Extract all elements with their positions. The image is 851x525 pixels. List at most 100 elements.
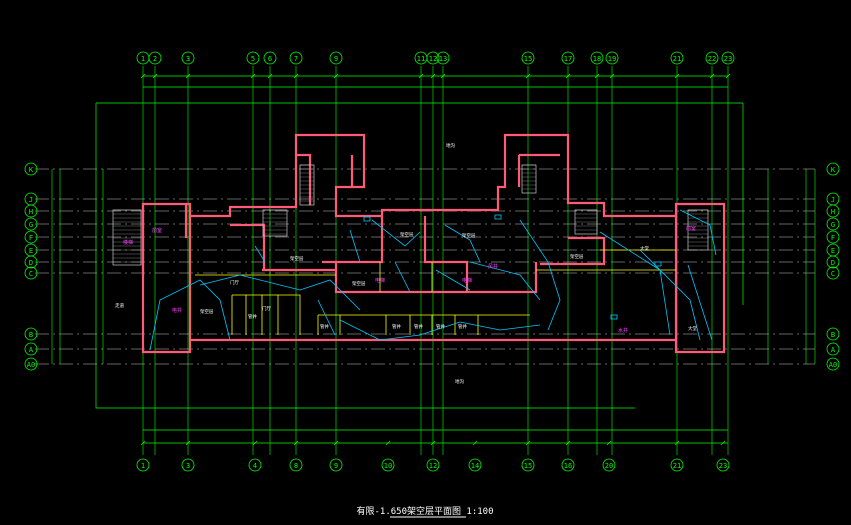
pipe-line bbox=[599, 231, 701, 341]
axis-bubble-top-circle bbox=[436, 51, 450, 65]
axis-bubble-bottom-circle bbox=[468, 458, 482, 472]
axis-bubble-bottom-circle bbox=[670, 458, 684, 472]
axis-bubble-top-circle bbox=[705, 51, 719, 65]
axis-bubble-left-label: K bbox=[29, 166, 34, 174]
axis-bubble-right-circle bbox=[826, 217, 840, 231]
room-label-white: 门厅 bbox=[262, 305, 271, 312]
axis-grid-lines bbox=[35, 66, 815, 455]
room-labels: 楼梯前室前室电梯电梯水井电井风井架空层架空层架空层架空层架空层架空层大堂大堂门厅… bbox=[115, 142, 697, 385]
axis-bubble-right-label: J bbox=[831, 196, 835, 204]
axis-bubble-top-label: 22 bbox=[708, 55, 716, 63]
frame-line bbox=[95, 103, 635, 409]
room-label-white: 架空层 bbox=[570, 253, 584, 260]
axis-bubble-left-label: B bbox=[29, 331, 33, 339]
wall-outlines bbox=[112, 133, 726, 354]
room-label-white: 管井 bbox=[436, 323, 445, 330]
axis-bubble-top-label: 9 bbox=[334, 55, 338, 63]
axis-bubble-right-label: K bbox=[831, 166, 836, 174]
room-label-magenta: 风井 bbox=[488, 263, 498, 270]
axis-bubble-right-label: H bbox=[831, 208, 835, 216]
axis-bubble-top-label: 23 bbox=[724, 55, 732, 63]
partition-line bbox=[195, 262, 433, 292]
axis-bubble-left-label: J bbox=[29, 196, 33, 204]
axis-bubble-bottom-circle bbox=[289, 458, 303, 472]
axis-bubble-left-circle bbox=[24, 357, 38, 371]
axis-bubble-left-circle bbox=[24, 230, 38, 244]
room-label-white: 管井 bbox=[392, 323, 401, 330]
axis-bubble-bottom-circle bbox=[329, 458, 343, 472]
room-label-white: 架空层 bbox=[462, 232, 476, 239]
axis-bubble-left-circle bbox=[24, 255, 38, 269]
room-label-white: 走道 bbox=[115, 302, 124, 309]
axis-bubble-right-label: B bbox=[831, 331, 835, 339]
pipe-line bbox=[394, 261, 471, 293]
axis-bubble-left-circle bbox=[24, 204, 38, 218]
axis-bubble-left-circle bbox=[24, 327, 38, 341]
pipe-line bbox=[349, 219, 421, 263]
axis-bubble-right-label: E bbox=[831, 247, 835, 255]
pipe-line bbox=[339, 319, 541, 341]
axis-bubble-top-label: 5 bbox=[251, 55, 255, 63]
axis-bubble-top-label: 15 bbox=[524, 55, 532, 63]
axis-bubble-right-circle bbox=[826, 255, 840, 269]
room-label-white: 管井 bbox=[414, 323, 423, 330]
pipe-line bbox=[149, 279, 231, 351]
axis-bubble-right-label: C bbox=[831, 270, 835, 278]
room-label-white: 架空层 bbox=[200, 308, 214, 315]
room-label-white: 门厅 bbox=[230, 279, 239, 286]
axis-bubble-right-circle bbox=[826, 357, 840, 371]
dimension-tick bbox=[385, 440, 391, 446]
axis-bubble-top-label: 12 bbox=[429, 55, 437, 63]
axis-bubble-top-circle bbox=[426, 51, 440, 65]
equipment-marker bbox=[654, 261, 662, 267]
room-label-magenta: 楼梯 bbox=[123, 239, 133, 246]
pipe-runs bbox=[149, 209, 717, 351]
axis-bubble-bottom-circle bbox=[181, 458, 195, 472]
axis-bubble-left-circle bbox=[24, 217, 38, 231]
axis-bubble-top-circle bbox=[521, 51, 535, 65]
axis-bubble-bottom-label: 14 bbox=[471, 462, 479, 470]
axis-bubble-top-label: 11 bbox=[417, 55, 425, 63]
axis-bubble-bottom-label: 4 bbox=[253, 462, 257, 470]
axis-bubble-bottom-circle bbox=[561, 458, 575, 472]
axis-bubble-top-label: 6 bbox=[268, 55, 272, 63]
axis-bubble-top-label: 17 bbox=[564, 55, 572, 63]
axis-bubble-top-circle bbox=[329, 51, 343, 65]
axis-bubble-bottom-label: 21 bbox=[673, 462, 681, 470]
axis-bubble-top-circle bbox=[670, 51, 684, 65]
axis-bubble-right-label: F bbox=[831, 234, 835, 242]
room-label-white: 地沟 bbox=[455, 378, 464, 385]
pipe-line bbox=[679, 209, 717, 341]
room-label-white: 大堂 bbox=[640, 245, 649, 252]
wall-segment bbox=[296, 153, 354, 205]
room-label-white: 地沟 bbox=[446, 142, 455, 149]
axis-bubble-bottom-circle bbox=[136, 458, 150, 472]
axis-bubble-bottom-label: 8 bbox=[294, 462, 298, 470]
dimension-tick bbox=[606, 440, 612, 446]
room-label-white: 管井 bbox=[458, 323, 467, 330]
room-label-white: 架空层 bbox=[400, 231, 414, 238]
partition-line bbox=[317, 314, 530, 335]
dimension-tick bbox=[720, 440, 726, 446]
room-label-white: 管井 bbox=[248, 313, 257, 320]
room-label-magenta: 电梯 bbox=[375, 277, 385, 284]
room-label-white: 架空层 bbox=[352, 280, 366, 287]
axis-bubble-left-circle bbox=[24, 162, 38, 176]
axis-bubble-right-circle bbox=[826, 327, 840, 341]
axis-bubble-bottom-label: 9 bbox=[334, 462, 338, 470]
axis-bubble-top-label: 19 bbox=[608, 55, 616, 63]
axis-bubble-bottom-label: 10 bbox=[384, 462, 392, 470]
wall-segment bbox=[517, 153, 560, 187]
axis-bubble-bottom-circle bbox=[521, 458, 535, 472]
axis-bubble-right-circle bbox=[826, 162, 840, 176]
axis-bubble-bottom-label: 3 bbox=[186, 462, 190, 470]
drawing-title: 有限-1.650架空层平面图 1:100 bbox=[356, 505, 493, 517]
axis-bubble-bottom-circle bbox=[381, 458, 395, 472]
axis-bubble-left-label: A0 bbox=[27, 361, 35, 369]
axis-bubble-bottom-label: 1 bbox=[141, 462, 145, 470]
axis-bubble-top-circle bbox=[721, 51, 735, 65]
equipment-marker bbox=[363, 216, 371, 222]
wall-segment bbox=[188, 216, 336, 340]
